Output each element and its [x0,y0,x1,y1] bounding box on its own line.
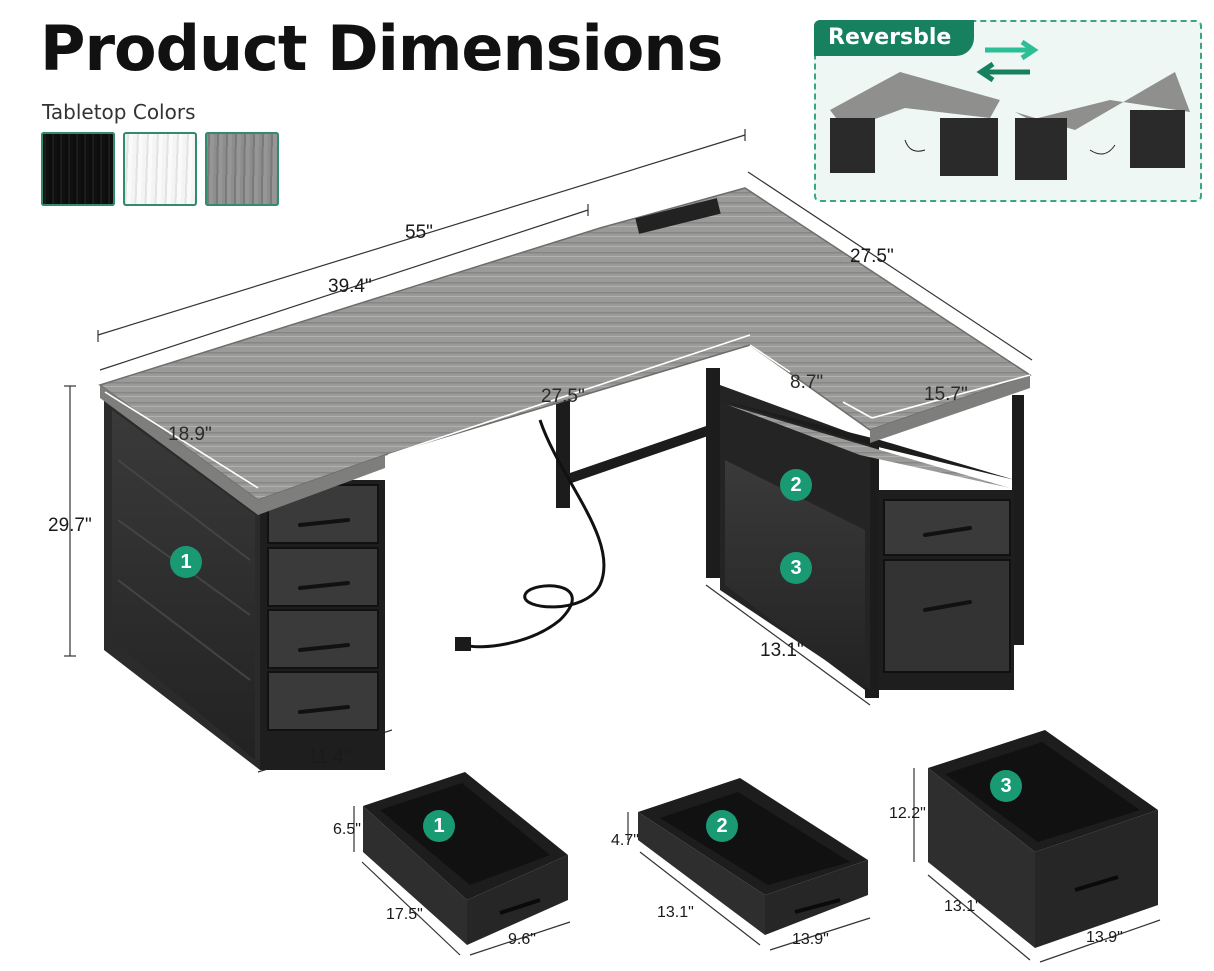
bin-3-depth: 13.1" [944,898,981,915]
mini-desk-right [1015,72,1190,180]
tabletop-colors-label: Tabletop Colors [42,100,196,124]
dim-height: 29.7" [48,515,92,536]
bin-3-height: 12.2" [889,805,926,822]
bin-2-width: 13.9" [792,931,829,948]
bin-1 [363,772,568,945]
page-title: Product Dimensions [40,12,723,85]
swatch-white[interactable] [123,132,197,206]
dim-inner-length: 27.5" [541,386,585,407]
bin-3 [928,730,1158,948]
bin-2 [638,778,868,935]
dim-left-length: 39.4" [328,276,372,297]
dim-return-width: 15.7" [924,384,968,405]
bin-2-depth: 13.1" [657,904,694,921]
bin-badge-1: 1 [423,810,455,842]
bin-1-width: 9.6" [508,931,536,948]
dim-depth: 18.9" [168,424,212,445]
dimension-lines [64,129,1033,773]
dim-shelf-gap: 8.7" [790,372,824,393]
bin-3-width: 13.9" [1086,929,1123,946]
bin-badge-3: 3 [990,770,1022,802]
swatch-black[interactable] [41,132,115,206]
dim-cabinet-depth: 13.1" [760,640,804,661]
bin-badge-2: 2 [706,810,738,842]
bin-1-height: 6.5" [333,821,361,838]
swap-arrows-icon [976,39,1039,83]
swatch-gray[interactable] [205,132,279,206]
mini-desk-left [830,72,1000,176]
desk-badge-2: 2 [780,469,812,501]
bin-2-height: 4.7" [611,832,639,849]
desk-badge-3: 3 [780,552,812,584]
dim-total-length: 55" [405,222,433,243]
desk-badge-1: 1 [170,546,202,578]
bin-1-depth: 17.5" [386,906,423,923]
dim-side-depth: 27.5" [850,246,894,267]
dim-tower-width: 11.4" [308,747,351,768]
reversible-tag: Reversble [814,20,974,56]
